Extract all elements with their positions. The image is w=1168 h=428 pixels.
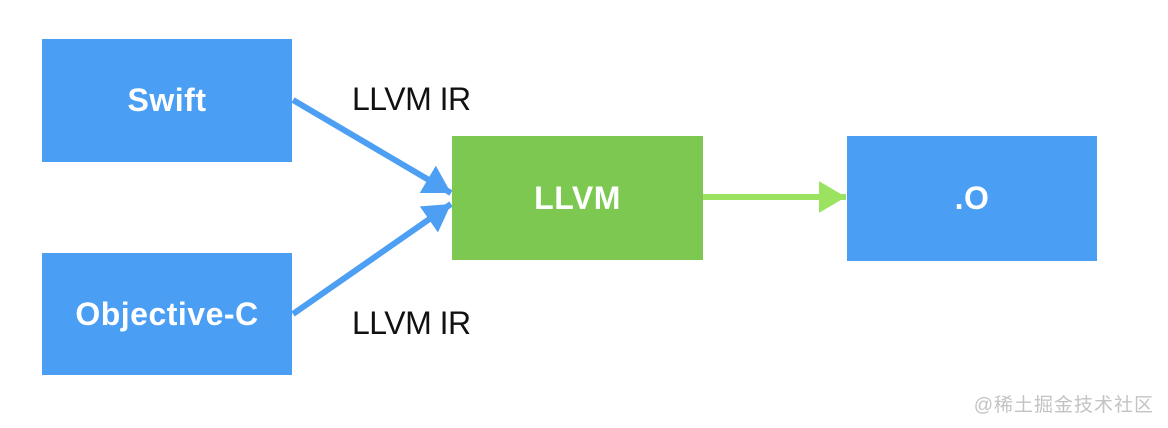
- node-object-file: .O: [847, 136, 1097, 261]
- arrow-objective-c-to-llvm: [291, 201, 453, 317]
- edge-label-llvm-ir-top: LLVM IR: [352, 81, 471, 117]
- node-llvm-label: LLVM: [534, 179, 621, 216]
- watermark-juejin-community: @稀土掘金技术社区: [973, 395, 1154, 416]
- node-llvm: LLVM: [452, 136, 703, 260]
- node-objective-c: Objective-C: [42, 253, 292, 375]
- edge-label-llvm-ir-bottom: LLVM IR: [352, 305, 471, 341]
- node-swift: Swift: [42, 39, 292, 162]
- node-swift-label: Swift: [127, 82, 207, 118]
- node-objective-c-label: Objective-C: [75, 295, 259, 332]
- node-object-file-label: .O: [954, 180, 990, 216]
